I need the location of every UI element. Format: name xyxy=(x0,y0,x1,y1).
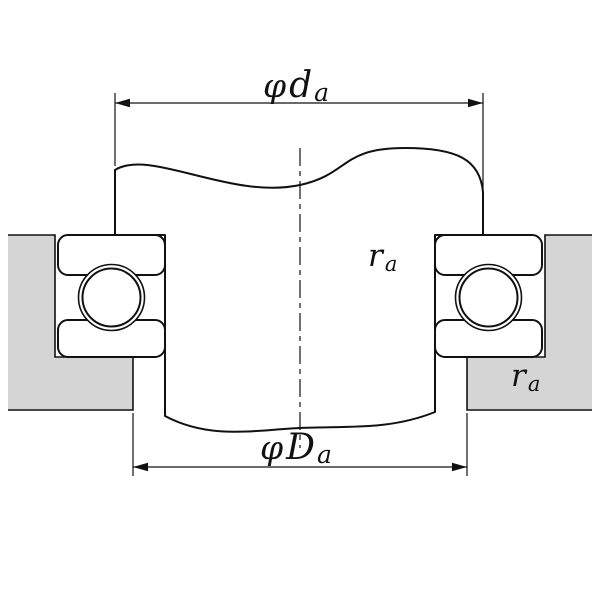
housing-section-left xyxy=(8,235,133,410)
arrowhead-Da-right xyxy=(452,462,467,472)
ball-left xyxy=(81,267,142,328)
label-ra-lower: ra xyxy=(511,358,540,396)
arrowhead-Da-left xyxy=(133,462,148,472)
shaft-outline xyxy=(114,147,484,433)
housing-section-right xyxy=(467,235,592,410)
ball-right xyxy=(458,267,519,328)
arrowhead-da-left xyxy=(115,98,130,108)
label-phi-da: φda xyxy=(263,65,329,107)
dimension-Da: φDa xyxy=(132,413,468,476)
label-phi-Da: φDa xyxy=(260,427,332,469)
label-ra-upper: ra xyxy=(368,238,397,276)
thrust-bearing-left xyxy=(57,234,166,358)
arrowhead-da-right xyxy=(468,98,483,108)
dimension-da: φda xyxy=(114,65,484,189)
thrust-bearing-right xyxy=(434,234,543,358)
